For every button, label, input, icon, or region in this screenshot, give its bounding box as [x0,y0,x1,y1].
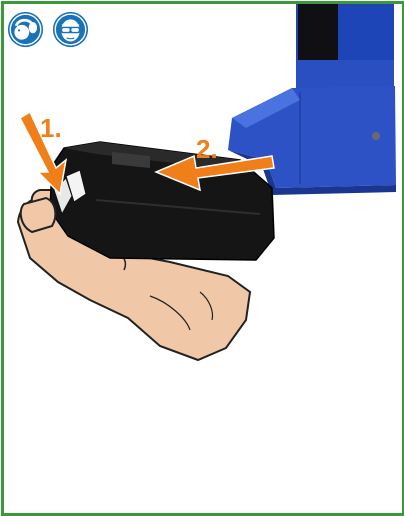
thumb [21,198,56,232]
battery-pack [50,142,274,260]
tool-handle [296,4,394,90]
step-1-label: 1. [40,115,62,141]
step-2-label: 2. [196,136,218,162]
